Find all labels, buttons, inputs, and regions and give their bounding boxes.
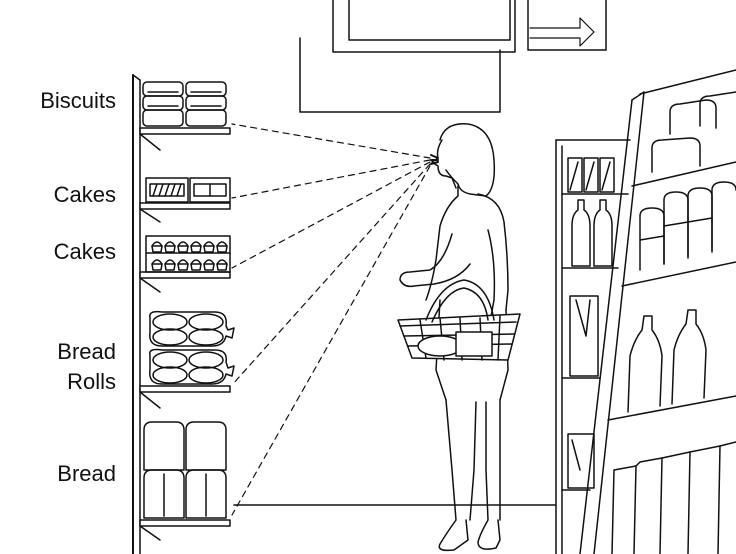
shopping-basket [398,280,520,360]
left-shelving-unit [133,75,230,554]
shelf-biscuits [140,128,230,150]
sight-line-bread [232,166,430,515]
label-bread-rolls-line2: Rolls [57,367,116,397]
shelf-bread [140,520,230,540]
label-cakes-bottom: Cakes [54,237,116,267]
right-back-shelving [556,140,630,554]
cakes-boxes-top [146,178,230,202]
biscuits-products [143,82,226,126]
label-cakes-top: Cakes [54,180,116,210]
label-bread: Bread [57,459,116,489]
overhead-sign [300,0,606,112]
sight-line-biscuits [232,124,430,158]
right-front-shelving [580,70,736,554]
shelf-bread-rolls [140,386,230,408]
label-bread-rolls: Bread Rolls [57,337,116,397]
bread-rolls-bags [150,312,234,384]
sight-line-cakes-top [232,160,430,198]
sight-line-bread-rolls [232,164,430,385]
label-bread-rolls-line1: Bread [57,337,116,367]
shelf-cakes-top [140,203,230,222]
cakes-cupcakes-bottom [146,236,230,272]
shelf-cakes-bottom [140,272,230,292]
label-biscuits: Biscuits [40,86,116,116]
sight-line-cakes-bottom [232,162,430,268]
bread-loaves [144,422,226,518]
